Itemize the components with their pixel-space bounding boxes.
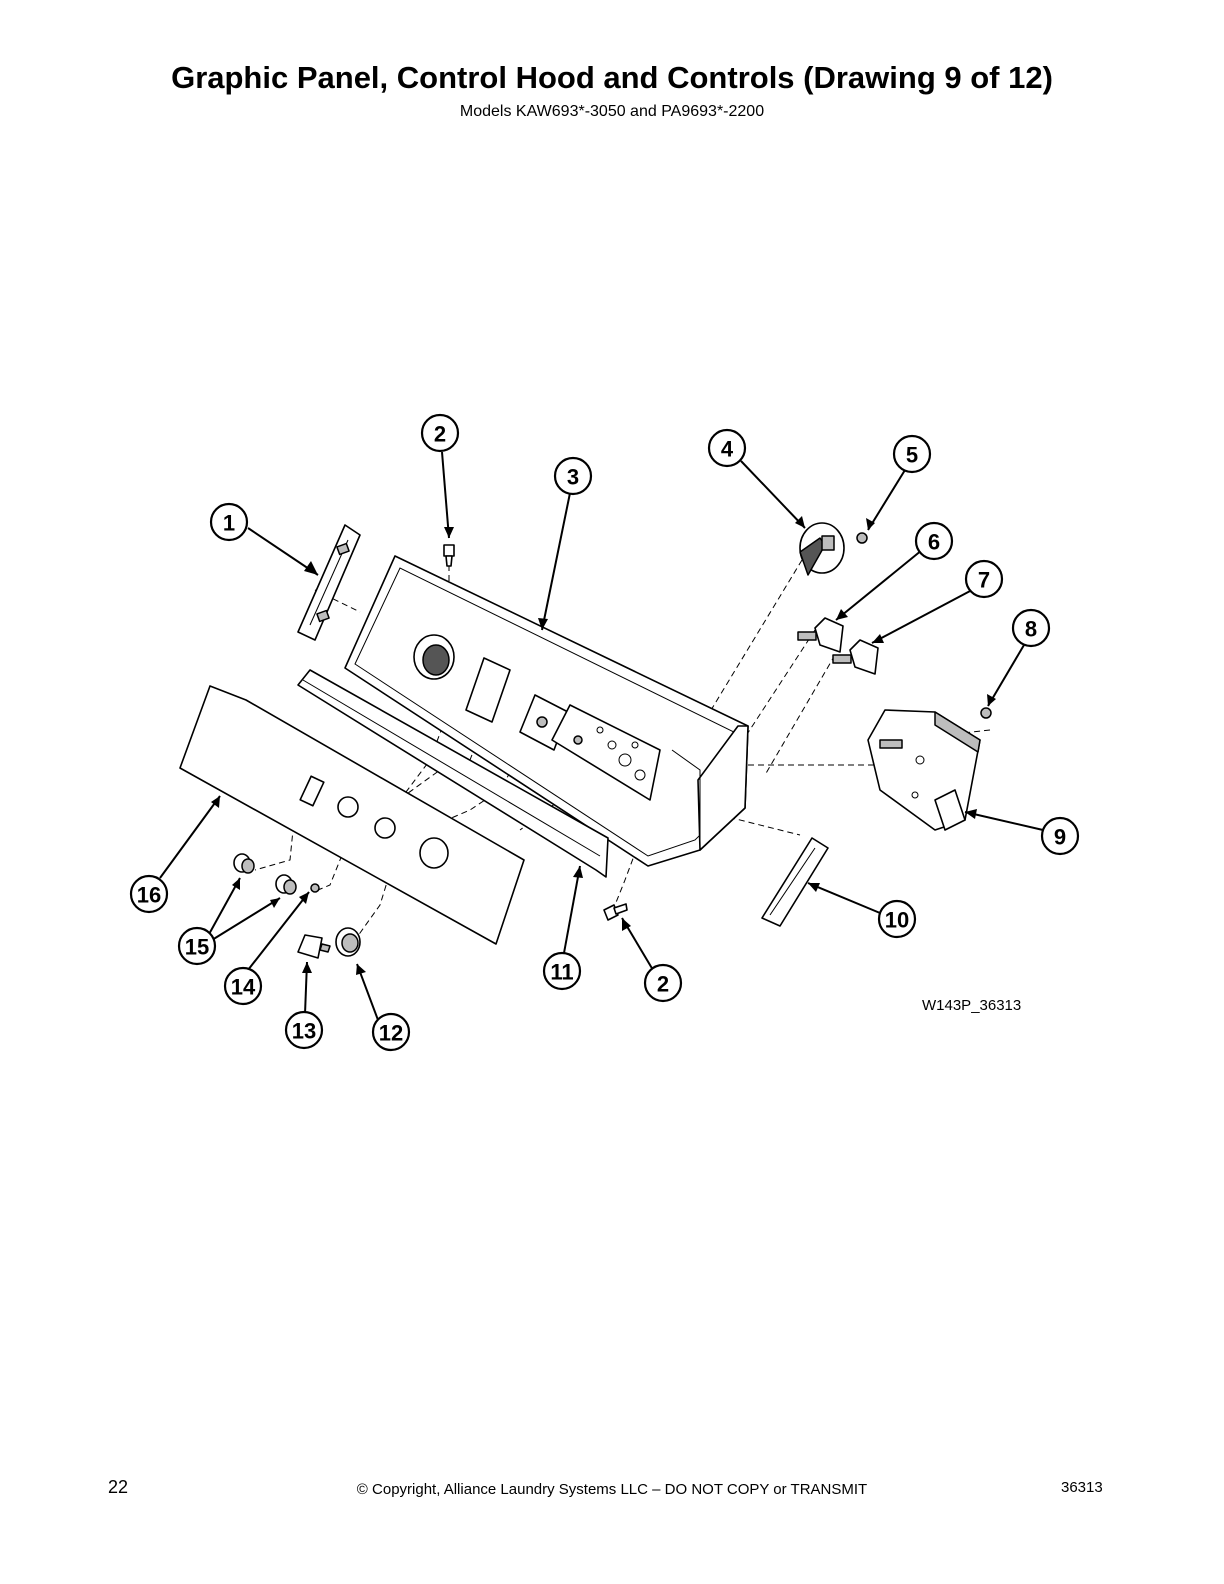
push-button-13	[297, 934, 331, 959]
timer	[867, 709, 981, 831]
callout-8: 8	[1011, 608, 1051, 648]
page-number: 22	[108, 1477, 129, 1497]
callout-16: 16	[129, 874, 169, 914]
svg-text:12: 12	[379, 1021, 403, 1046]
svg-text:2: 2	[657, 972, 669, 997]
screw-top	[443, 544, 455, 567]
knob-15a	[233, 853, 255, 874]
callout-13: 13	[284, 1010, 324, 1050]
callout-3: 3	[553, 456, 593, 496]
svg-text:13: 13	[292, 1019, 316, 1044]
page-subtitle: Models KAW693*-3050 and PA9693*-2200	[459, 103, 765, 120]
switch-6	[797, 617, 844, 653]
svg-text:16: 16	[137, 883, 161, 908]
callout-4: 4	[707, 428, 747, 468]
knob-screw	[856, 532, 868, 544]
knob-15b	[275, 874, 297, 895]
svg-text:14: 14	[231, 975, 256, 1000]
document-number: 36313	[1061, 1479, 1103, 1496]
svg-text:5: 5	[906, 443, 918, 468]
svg-text:3: 3	[567, 465, 579, 490]
trim-strip	[297, 669, 609, 878]
svg-text:8: 8	[1025, 617, 1037, 642]
callout-14: 14	[223, 966, 263, 1006]
drawing-id: W143P_36313	[922, 997, 1022, 1014]
callout-11: 11	[542, 951, 582, 991]
svg-text:10: 10	[885, 908, 909, 933]
svg-text:11: 11	[550, 960, 573, 985]
graphic-panel	[179, 685, 525, 945]
callout-6: 6	[914, 521, 954, 561]
callout-15: 15	[177, 926, 217, 966]
arrow-heads	[211, 516, 996, 975]
control-hood	[344, 555, 749, 867]
indicator-lamp-14	[310, 883, 320, 893]
svg-text:15: 15	[185, 935, 209, 960]
svg-text:2: 2	[434, 422, 446, 447]
callout-2-bottom: 2	[643, 963, 683, 1003]
svg-text:7: 7	[978, 568, 990, 593]
callout-7: 7	[964, 559, 1004, 599]
callout-2-top: 2	[420, 413, 460, 453]
copyright-notice: © Copyright, Alliance Laundry Systems LL…	[356, 1481, 868, 1498]
selector-knob	[799, 522, 845, 576]
svg-text:6: 6	[928, 530, 940, 555]
svg-text:9: 9	[1054, 825, 1066, 850]
timer-screw	[980, 707, 992, 719]
callout-5: 5	[892, 434, 932, 474]
knob-12	[335, 927, 361, 957]
svg-text:4: 4	[721, 437, 734, 462]
callout-12: 12	[371, 1012, 411, 1052]
right-end-cap	[761, 837, 829, 927]
switch-7	[832, 639, 879, 675]
callout-9: 9	[1040, 816, 1080, 856]
page-title: Graphic Panel, Control Hood and Controls…	[171, 60, 1053, 95]
callout-10: 10	[877, 899, 917, 939]
screw-bottom	[603, 903, 628, 921]
left-end-cap	[297, 524, 361, 641]
svg-text:1: 1	[223, 511, 235, 536]
callout-1: 1	[209, 502, 249, 542]
